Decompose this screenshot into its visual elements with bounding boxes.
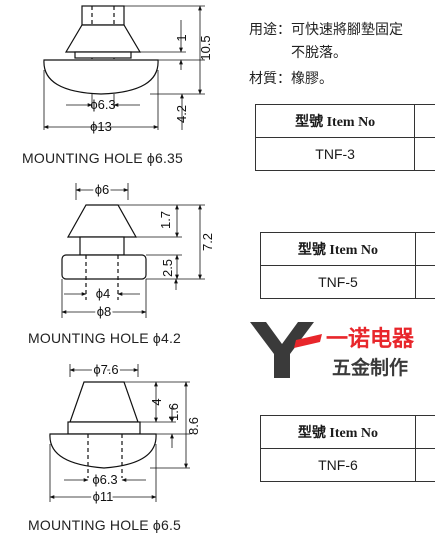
material-label: 材質： <box>249 71 291 87</box>
item-table-2: 型號 Item No TNF-5 <box>260 232 435 299</box>
material-value: 橡膠。 <box>291 71 333 87</box>
part-3-dimension-labels: ϕ7.6 4 1.6 8.6 ϕ6.3 ϕ11 <box>91 360 201 506</box>
part-1-base <box>43 59 159 95</box>
brand-logo-mark-icon <box>250 322 322 378</box>
item-table-2-header: 型號 Item No <box>260 232 416 266</box>
part-2-dim-top: ϕ6 <box>95 182 110 197</box>
part-2-base <box>61 254 147 280</box>
item-table-1-header: 型號 Item No <box>254 104 416 138</box>
part-3-dim-outer: ϕ11 <box>93 489 114 504</box>
usage-line-1: 用途：可快速將腳墊固定 <box>249 19 403 39</box>
logo-tagline-text: 五金制作 <box>332 357 409 379</box>
item-table-1-value: TNF-3 <box>254 137 416 171</box>
part-1-drawing <box>43 5 205 130</box>
mounting-hole-caption-3: MOUNTING HOLE ϕ6.5 <box>28 517 182 533</box>
logo-y-shape <box>250 322 314 378</box>
mounting-hole-caption-2: MOUNTING HOLE ϕ4.2 <box>28 330 182 346</box>
part-1-dim-outer: ϕ13 <box>90 119 112 134</box>
part-1-dim-top-gap: 1 <box>174 34 189 41</box>
part-1-cone <box>64 24 142 53</box>
part-3-drawing <box>49 364 190 502</box>
mounting-hole-caption-1: MOUNTING HOLE ϕ6.35 <box>22 150 184 166</box>
part-3-cone <box>69 381 139 423</box>
usage-text-2: 不脫落。 <box>291 45 347 61</box>
item-table-3-value: TNF-6 <box>260 448 416 482</box>
part-2-dim-inner: ϕ4 <box>96 286 111 301</box>
part-1-dim-height: 10.5 <box>198 35 213 60</box>
part-3-base <box>49 433 157 469</box>
part-2-dim-height: 7.2 <box>200 233 215 251</box>
part-1-dim-bottom: 4.2 <box>174 105 189 123</box>
part-2-dim-lower: 2.5 <box>160 259 175 277</box>
part-1-dim-inner: ϕ6.3 <box>90 97 115 112</box>
part-1-stem <box>81 5 125 26</box>
item-table-1: 型號 Item No TNF-3 <box>254 104 435 171</box>
part-2-cone <box>66 204 138 238</box>
part-3-dim-height: 8.6 <box>186 417 201 435</box>
part-1-dimension-labels: 1 10.5 4.2 ϕ6.3 ϕ13 <box>90 34 213 134</box>
part-2-dim-outer: ϕ8 <box>97 304 112 319</box>
part-3-dim-top: ϕ7.6 <box>93 362 118 377</box>
item-table-3-header: 型號 Item No <box>260 415 416 449</box>
part-3-dim-inner: ϕ6.3 <box>92 472 117 487</box>
usage-label: 用途： <box>249 22 291 38</box>
part-2-drawing <box>61 183 205 318</box>
item-table-3: 型號 Item No TNF-6 <box>260 415 435 482</box>
part-2-dim-upper: 1.7 <box>158 211 173 229</box>
logo-brand-text: 一诺电器 <box>326 327 415 352</box>
material-line: 材質：橡膠。 <box>249 68 333 88</box>
usage-text-1: 可快速將腳墊固定 <box>291 22 403 38</box>
part-3-dim-mid: 1.6 <box>166 403 181 421</box>
item-table-2-value: TNF-5 <box>260 265 416 299</box>
logo-accent-stroke <box>294 334 322 348</box>
part-3-dim-upper: 4 <box>149 398 164 405</box>
part-2-dimension-labels: ϕ6 1.7 7.2 2.5 ϕ4 ϕ8 <box>93 180 215 321</box>
